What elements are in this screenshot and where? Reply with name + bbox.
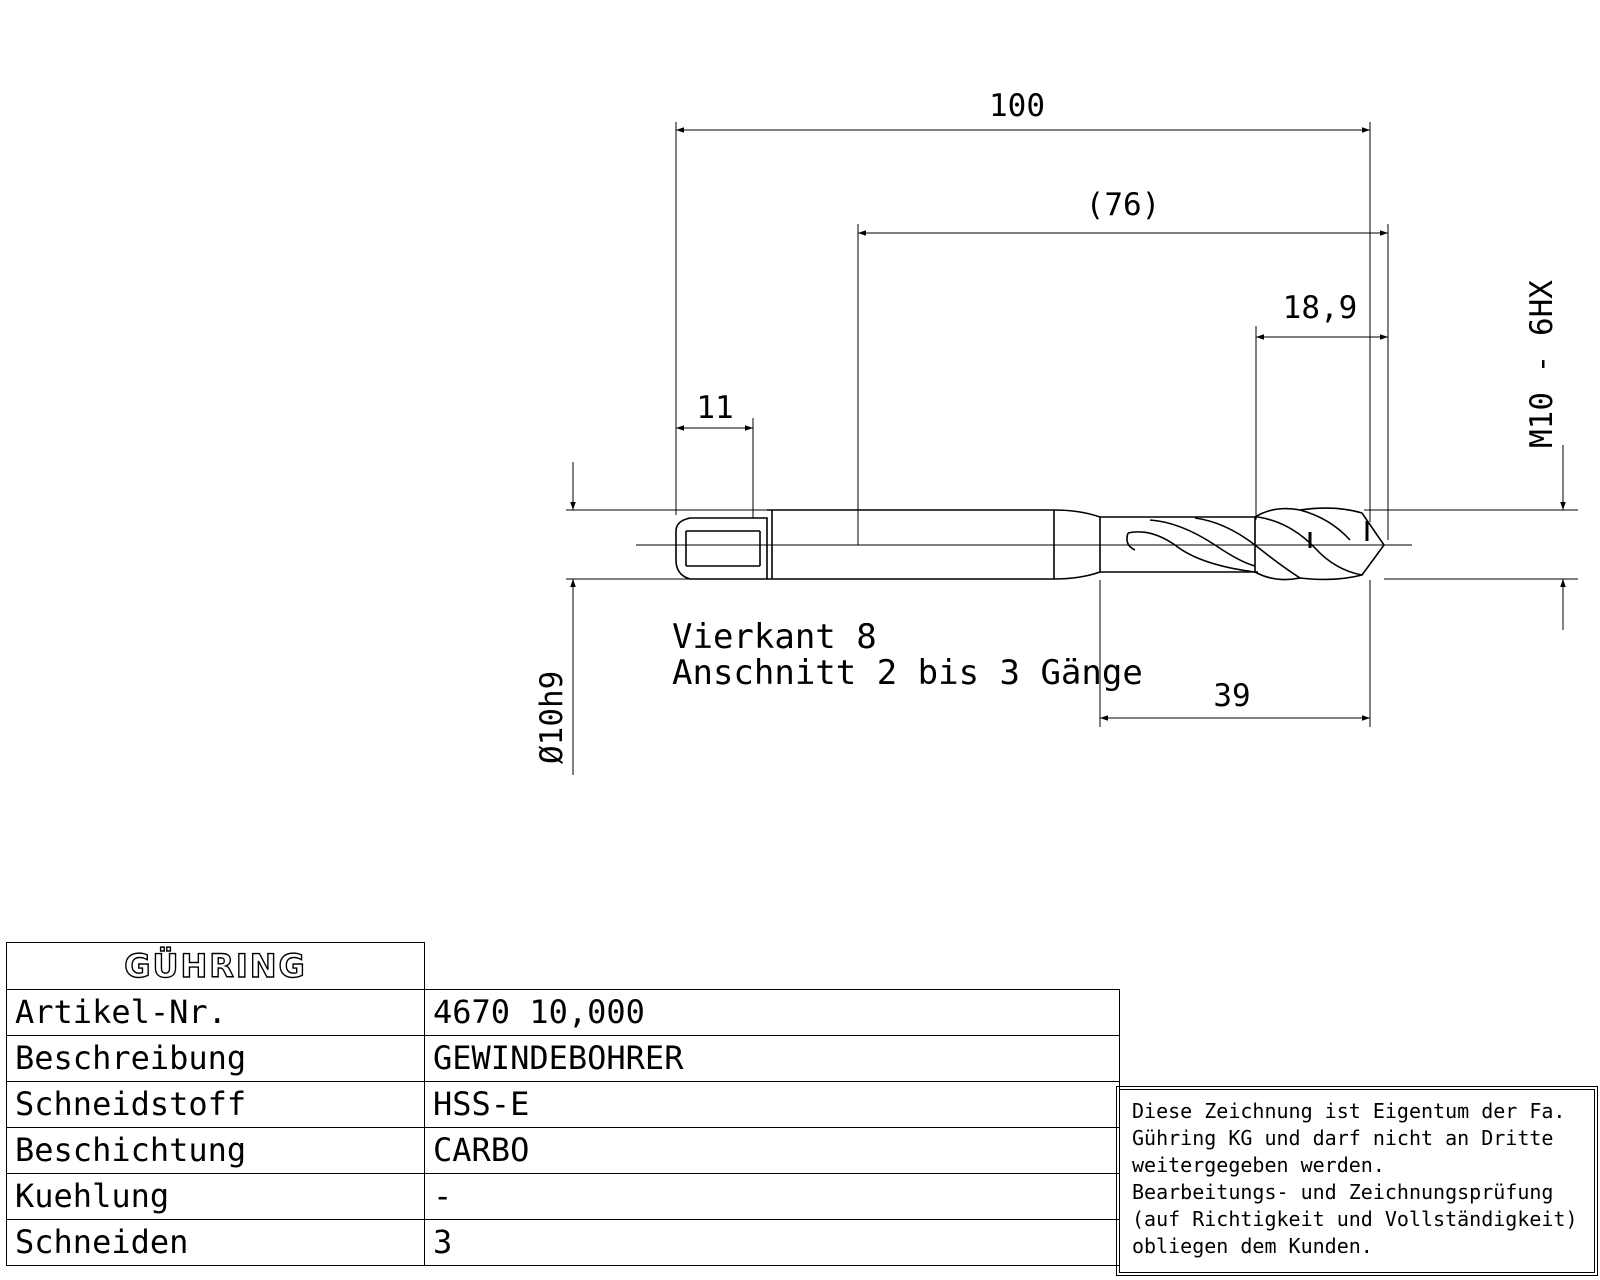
dim-thread-spec: M10 - 6HX <box>1524 280 1560 448</box>
dim-square-length: 11 <box>696 390 733 426</box>
title-block: GÜHRING Artikel-Nr. 4670 10,000 Beschrei… <box>6 942 1120 1266</box>
technical-drawing: 100 (76) 18,9 11 39 Ø10h9 M10 - 6HX Vier… <box>534 88 1578 775</box>
table-row: Kuehlung - <box>6 1173 1120 1220</box>
disclaimer-line: (auf Richtigkeit und Vollständigkeit) <box>1132 1207 1578 1231</box>
row-value: - <box>424 1173 1120 1220</box>
disclaimer-line: Bearbeitungs- und Zeichnungsprüfung <box>1132 1180 1554 1204</box>
row-value: CARBO <box>424 1127 1120 1174</box>
row-label: Schneiden <box>6 1219 425 1266</box>
disclaimer-line: weitergegeben werden. <box>1132 1153 1385 1177</box>
dim-chamfer-length: 18,9 <box>1283 290 1358 326</box>
dim-shank-length: (76) <box>1086 187 1161 223</box>
row-label: Beschichtung <box>6 1127 425 1174</box>
table-row: Artikel-Nr. 4670 10,000 <box>6 989 1120 1036</box>
tap-outline <box>636 507 1412 581</box>
row-label: Schneidstoff <box>6 1081 425 1128</box>
dim-thread-length: 39 <box>1213 678 1250 714</box>
dimension-lines <box>566 122 1578 775</box>
logo-row: GÜHRING <box>6 942 1120 990</box>
note-chamfer: Anschnitt 2 bis 3 Gänge <box>672 653 1143 693</box>
logo-cell: GÜHRING <box>6 942 425 990</box>
row-value: 3 <box>424 1219 1120 1266</box>
dim-shank-diameter: Ø10h9 <box>534 671 570 764</box>
row-value: HSS-E <box>424 1081 1120 1128</box>
disclaimer-line: Gühring KG und darf nicht an Dritte <box>1132 1126 1554 1150</box>
table-row: Schneiden 3 <box>6 1219 1120 1266</box>
guehring-logo: GÜHRING <box>123 946 307 985</box>
logo-spacer <box>425 943 1120 990</box>
row-label: Artikel-Nr. <box>6 989 425 1036</box>
row-value: GEWINDEBOHRER <box>424 1035 1120 1082</box>
table-row: Beschreibung GEWINDEBOHRER <box>6 1035 1120 1082</box>
note-square-drive: Vierkant 8 <box>672 617 877 657</box>
table-row: Schneidstoff HSS-E <box>6 1081 1120 1128</box>
dim-overall-length: 100 <box>989 88 1045 124</box>
disclaimer-line: Diese Zeichnung ist Eigentum der Fa. <box>1132 1099 1566 1123</box>
table-row: Beschichtung CARBO <box>6 1127 1120 1174</box>
disclaimer-line: obliegen dem Kunden. <box>1132 1234 1373 1258</box>
disclaimer-box: Diese Zeichnung ist Eigentum der Fa. Güh… <box>1116 1086 1598 1276</box>
row-label: Beschreibung <box>6 1035 425 1082</box>
row-value: 4670 10,000 <box>424 989 1120 1036</box>
row-label: Kuehlung <box>6 1173 425 1220</box>
disclaimer-inner: Diese Zeichnung ist Eigentum der Fa. Güh… <box>1119 1089 1595 1273</box>
